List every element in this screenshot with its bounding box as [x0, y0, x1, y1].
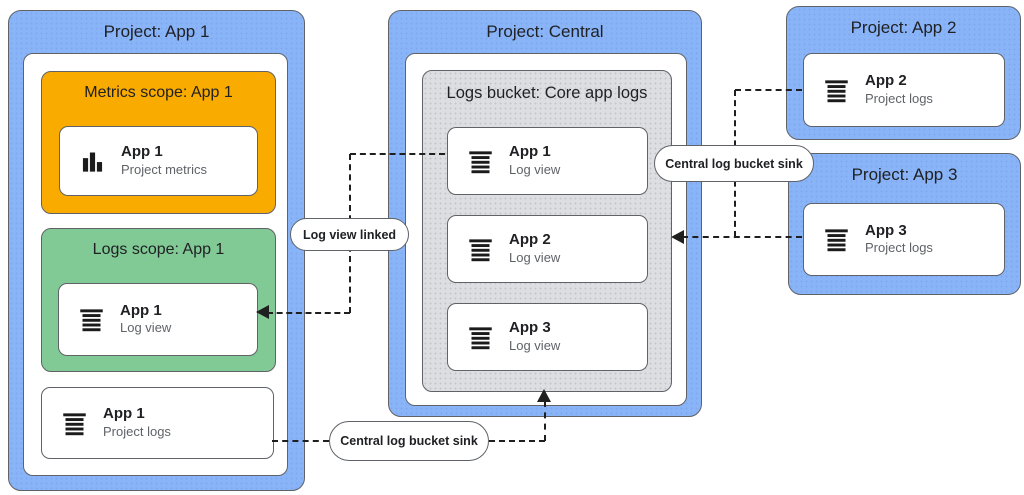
arrowhead-into-logs-bucket [537, 389, 551, 402]
card-app2-project-logs: App 2 Project logs [803, 53, 1005, 127]
project-app1-box: Project: App 1 Metrics scope: App 1 App … [8, 10, 305, 491]
card-title: App 2 [865, 72, 907, 90]
arrowhead-into-app1-log-view [256, 305, 269, 319]
card-subtitle: Log view [509, 249, 561, 265]
card-subtitle: Log view [509, 161, 561, 177]
connector-logview-h-top [350, 153, 445, 155]
card-central-app1-log-view: App 1 Log view [447, 127, 648, 195]
card-central-app2-log-view: App 2 Log view [447, 215, 648, 283]
card-title: App 1 [120, 301, 162, 319]
logs-scope-title: Logs scope: App 1 [92, 241, 225, 258]
connector-app2-sink-h [735, 89, 802, 91]
card-subtitle: Project logs [865, 90, 933, 106]
logs-bucket-title: Logs bucket: Core app logs [446, 84, 648, 102]
project-app3-box: Project: App 3 App 3 Project logs [788, 153, 1021, 295]
logs-scope-box: Logs scope: App 1 App 1 Log view [41, 228, 276, 372]
card-central-app3-log-view: App 3 Log view [447, 303, 648, 371]
logs-icon [467, 236, 494, 263]
logs-icon [78, 306, 105, 333]
project-central-title: Project: Central [486, 22, 604, 41]
metrics-scope-title: Metrics scope: App 1 [84, 84, 233, 101]
metrics-scope-box: Metrics scope: App 1 App 1 Project metri… [41, 71, 276, 214]
card-app1-log-view: App 1 Log view [58, 283, 258, 356]
bar-chart-icon [79, 148, 106, 175]
card-title: App 1 [509, 143, 551, 161]
card-app3-project-logs: App 3 Project logs [803, 203, 1005, 276]
connector-bottom-sink-h-left [272, 440, 329, 442]
card-title: App 2 [509, 231, 551, 249]
project-app3-title: Project: App 3 [851, 165, 958, 184]
card-title: App 3 [509, 319, 551, 337]
card-subtitle: Log view [120, 320, 172, 336]
project-app2-title: Project: App 2 [850, 18, 957, 37]
connector-bottom-sink-v [544, 401, 546, 441]
card-title: App 1 [121, 143, 163, 161]
logs-icon [823, 77, 850, 104]
logs-icon [61, 410, 88, 437]
connector-logview-h-bottom [267, 312, 350, 314]
project-central-inner: Logs bucket: Core app logs App 1 Log vie… [405, 53, 687, 406]
card-subtitle: Project metrics [121, 161, 207, 177]
project-app1-title: Project: App 1 [103, 22, 210, 41]
card-title: App 1 [103, 405, 145, 423]
card-subtitle: Project logs [865, 240, 933, 256]
card-title: App 3 [865, 221, 907, 239]
logs-icon [823, 226, 850, 253]
project-app2-box: Project: App 2 App 2 Project logs [786, 6, 1021, 140]
project-app1-inner: Metrics scope: App 1 App 1 Project metri… [23, 53, 288, 476]
card-subtitle: Project logs [103, 423, 171, 439]
card-subtitle: Log view [509, 337, 561, 353]
project-central-box: Project: Central Logs bucket: Core app l… [388, 10, 702, 417]
label-central-sink-bottom: Central log bucket sink [329, 421, 489, 461]
connector-bottom-sink-h-right [489, 440, 545, 442]
arrowhead-into-central-project [671, 230, 684, 244]
card-app1-project-logs: App 1 Project logs [41, 387, 274, 459]
logs-icon [467, 148, 494, 175]
card-app1-project-metrics: App 1 Project metrics [59, 126, 258, 196]
label-log-view-linked: Log view linked [290, 218, 409, 251]
logs-icon [467, 324, 494, 351]
label-central-sink-right: Central log bucket sink [654, 145, 814, 182]
connector-app3-sink-h [682, 236, 802, 238]
logs-bucket-box: Logs bucket: Core app logs App 1 Log vie… [422, 70, 672, 392]
